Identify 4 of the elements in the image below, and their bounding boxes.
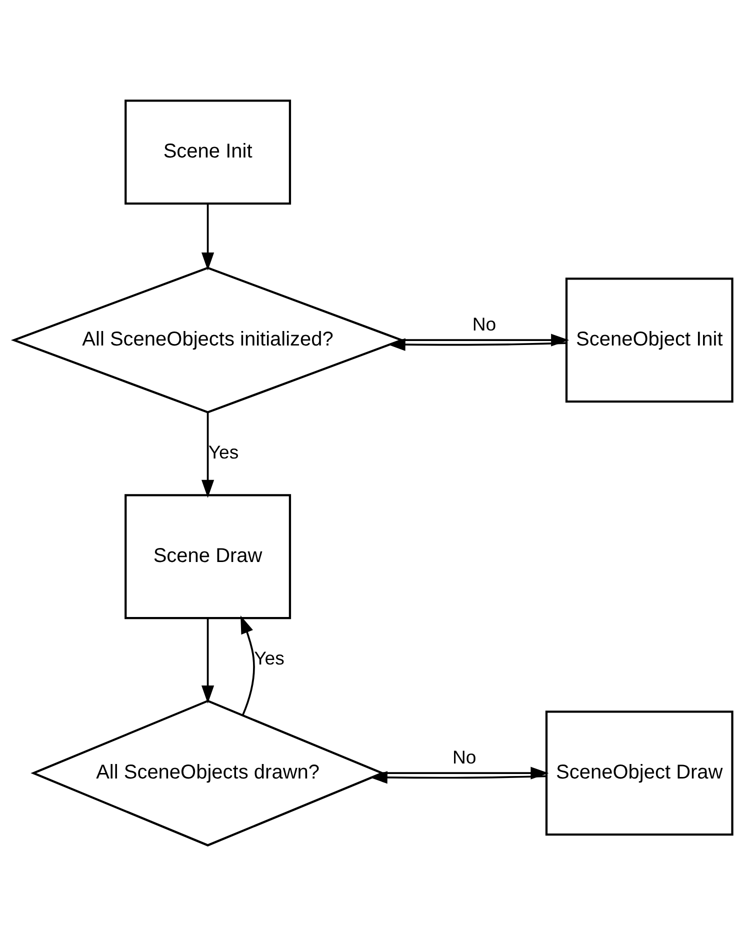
edge-label: No (452, 746, 476, 768)
edge-label: Yes (208, 441, 239, 462)
edge-label: No (472, 313, 496, 334)
edge-label: Yes (254, 646, 284, 668)
